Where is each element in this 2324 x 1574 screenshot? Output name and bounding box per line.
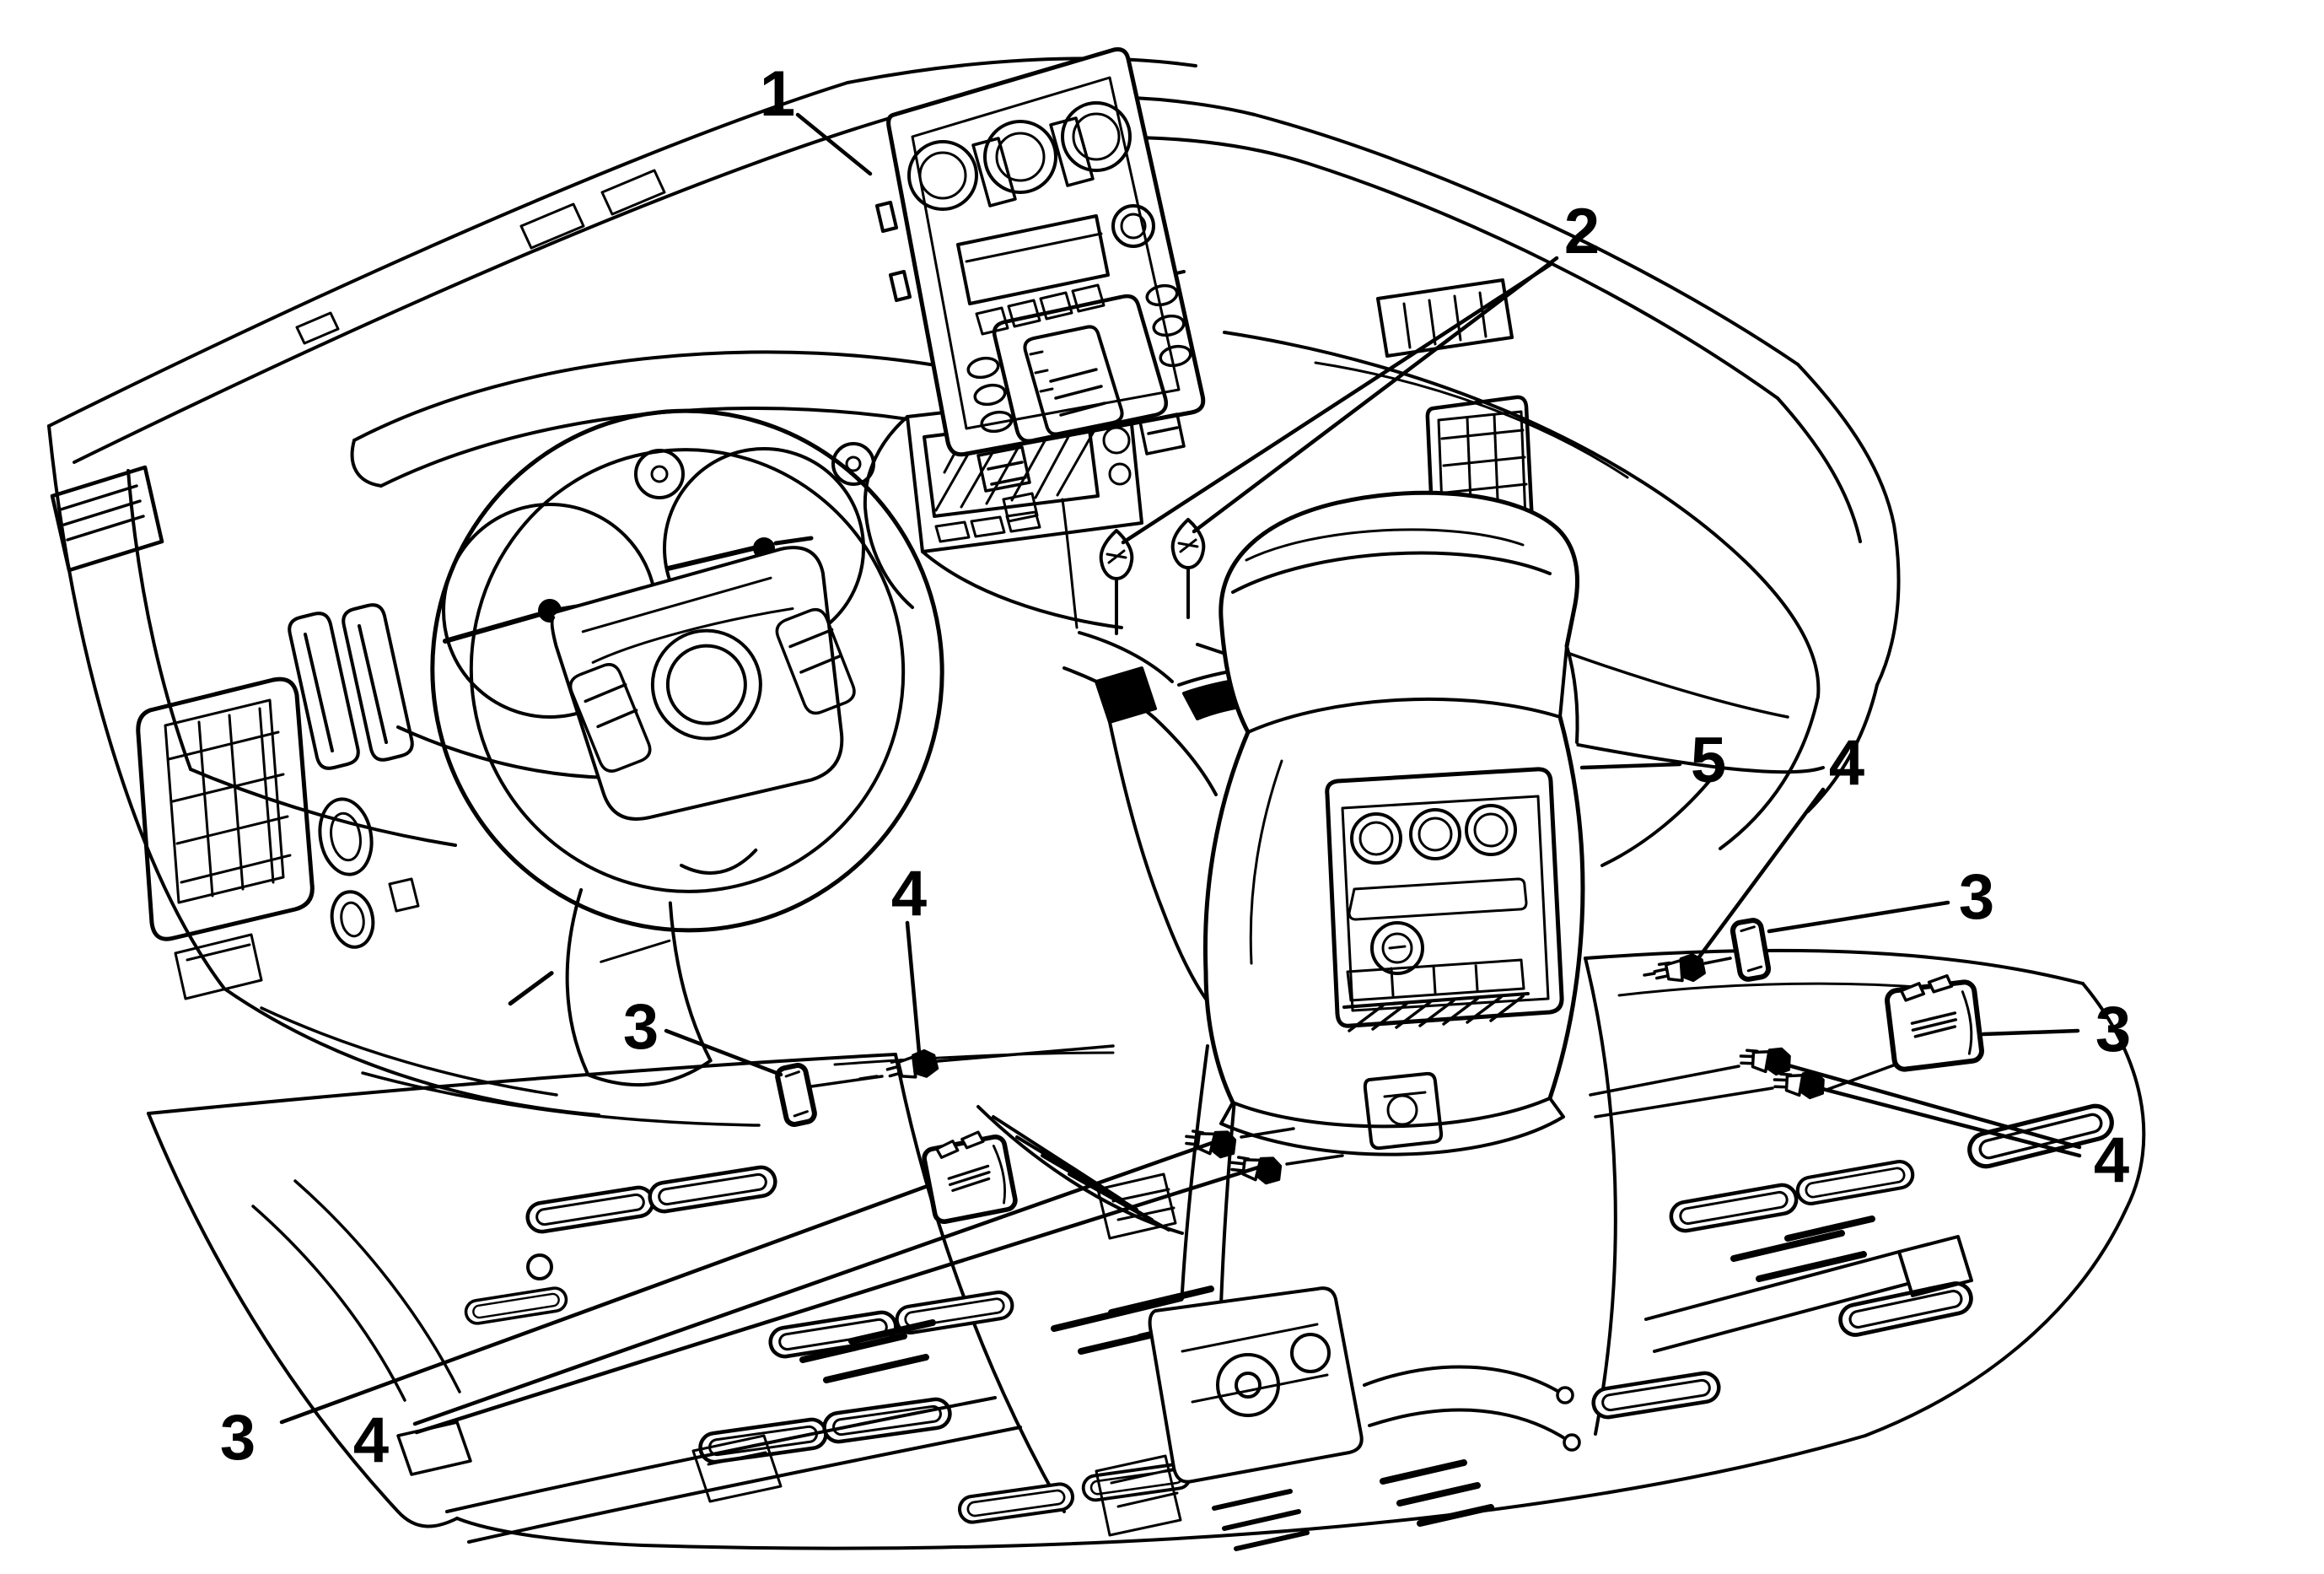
leader-lines [279, 112, 2082, 1435]
hvac-knob [907, 140, 978, 211]
leader-2 [1121, 256, 1559, 545]
steering-wheel [430, 408, 944, 1087]
alignment-line [1061, 498, 1079, 629]
leader-5 [1579, 762, 1682, 770]
callout-label-3-bottom: 3 [220, 1402, 256, 1474]
left-side-vent [50, 465, 164, 573]
callout-label-5: 5 [1691, 725, 1726, 796]
hvac-knob [1061, 101, 1132, 172]
rear-hvac-knob [1465, 804, 1517, 856]
shifter-mechanism [976, 1044, 1581, 1551]
callout-label-4-mid: 4 [891, 858, 927, 930]
callout-label-4-right-lower: 4 [2094, 1124, 2129, 1196]
center-trim-plate [875, 47, 1206, 629]
console-rear-panel [1325, 767, 1564, 1028]
rear-hvac-knob [1409, 808, 1461, 860]
headlamp-switch [318, 797, 374, 876]
armrest [1218, 490, 1579, 649]
leader-1 [795, 112, 873, 176]
rear-hvac-knob [1350, 812, 1402, 865]
driver-vent [136, 676, 315, 941]
leader-4-right-lower [1777, 1060, 2082, 1158]
floor-console [1202, 490, 1585, 1156]
right-a-pillar [1776, 363, 1901, 813]
callout-label-3-right-lower: 3 [2095, 994, 2131, 1065]
callout-label-4-right: 4 [1829, 727, 1864, 799]
callout-labels: 1 2 5 4 3 3 4 4 3 3 4 [220, 58, 2131, 1476]
console-base-outlet [1363, 1071, 1444, 1151]
leader-3-right-upper [1767, 900, 1950, 934]
callout-label-3-left: 3 [623, 991, 659, 1063]
leader-3-right-lower [1981, 1028, 2080, 1037]
shifter-bezel [992, 294, 1168, 443]
leader-3-bottom [279, 1183, 930, 1425]
leader-4-mid [905, 920, 922, 1055]
callout-label-2: 2 [1564, 196, 1600, 267]
center-vent [1376, 278, 1514, 358]
retainer-cap-icon [1731, 919, 1769, 981]
push-screw-icon [1170, 518, 1206, 619]
callout-label-1: 1 [760, 58, 795, 130]
callout-label-3-right-upper: 3 [1959, 861, 1994, 933]
leader-4-bottom [412, 1140, 1261, 1435]
fasteners [776, 518, 1982, 1223]
shifter-opening [1062, 631, 1317, 1003]
floor-pan [147, 948, 2146, 1550]
left-dash [47, 424, 761, 1127]
leader-3-left [664, 1028, 783, 1077]
hvac-knob [983, 120, 1057, 194]
rear-power-outlet [1370, 921, 1424, 975]
display-window [956, 214, 1110, 305]
leader-4-right [1696, 787, 1826, 961]
push-screw-icon [1099, 529, 1134, 635]
turn-signal-stalk [508, 971, 554, 1006]
access-cover-icon [921, 1128, 1016, 1223]
access-cover-icon [1885, 973, 1982, 1070]
screw-icon [1737, 1040, 1794, 1079]
retainer-cap-icon [776, 1064, 815, 1126]
callout-label-4-bottom: 4 [353, 1404, 389, 1476]
airbag-pad [550, 546, 844, 821]
